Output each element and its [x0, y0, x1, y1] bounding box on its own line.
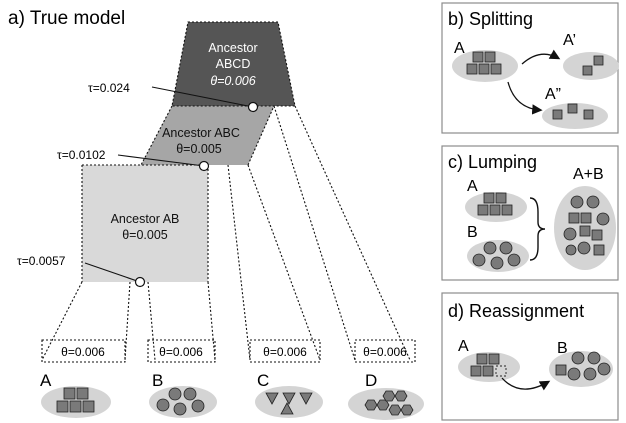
lump-b-circles — [472, 241, 521, 270]
ancestor-abcd-name: Ancestor — [208, 41, 257, 55]
ancestor-ab-theta: θ=0.005 — [122, 228, 168, 242]
tip-b-circles — [156, 387, 205, 416]
tip-c-triangles — [265, 392, 313, 415]
reassign-source-label: A — [458, 338, 469, 355]
split-target1-label: A’ — [563, 32, 576, 49]
ancestor-ab-name: Ancestor AB — [111, 212, 180, 226]
split-arrow-upper — [521, 49, 561, 65]
tip-a-label: A — [40, 371, 52, 390]
split-source-squares — [466, 51, 502, 75]
split-target1-squares — [582, 55, 604, 76]
lump-a-label: A — [467, 178, 478, 195]
tau-abcd-label: τ=0.024 — [88, 81, 130, 95]
ancestor-abc-name: Ancestor ABC — [162, 126, 240, 140]
reassign-target-label: B — [557, 340, 568, 357]
tau-ab-label: τ=0.0057 — [17, 254, 66, 268]
ancestor-abcd-name-line2: ABCD — [216, 57, 251, 71]
split-target2-squares — [552, 103, 594, 120]
lump-b-label: B — [467, 224, 478, 241]
node-abcd — [247, 101, 259, 113]
reassign-source-squares — [470, 353, 500, 377]
tip-b-theta: θ=0.006 — [159, 345, 203, 359]
panel-c-title: c) Lumping — [448, 152, 537, 172]
lump-brace — [529, 197, 546, 261]
reassign-target-items — [555, 351, 611, 381]
lump-merged-items — [563, 195, 610, 256]
tip-c-label: C — [257, 371, 269, 390]
tip-b-label: B — [152, 371, 163, 390]
ancestor-abc-block — [141, 106, 274, 165]
reassign-moved-placeholder — [495, 365, 507, 377]
tip-a-theta: θ=0.006 — [61, 345, 105, 359]
tip-a-squares — [56, 387, 95, 413]
panel-a-title: a) True model — [8, 8, 125, 29]
panel-d-title: d) Reassignment — [448, 301, 584, 321]
tip-d-label: D — [365, 371, 377, 390]
tree-outline — [41, 21, 416, 363]
split-target2-population — [542, 103, 608, 129]
ancestor-abcd-theta: θ=0.006 — [210, 74, 255, 88]
split-source-label: A — [454, 40, 465, 57]
panel-b-title: b) Splitting — [448, 9, 533, 29]
ancestor-ab-block — [82, 165, 208, 282]
split-target2-label: A” — [545, 86, 561, 103]
split-arrow-lower — [507, 81, 543, 115]
lump-merged-label: A+B — [573, 166, 604, 183]
node-abc — [198, 160, 210, 172]
lump-a-squares — [477, 192, 513, 216]
tip-c-theta: θ=0.006 — [263, 345, 307, 359]
ancestor-abcd-block — [172, 22, 295, 106]
reassign-arrow — [501, 377, 551, 391]
ancestor-abc-theta: θ=0.005 — [176, 142, 222, 156]
tip-d-hexagons — [364, 390, 414, 416]
node-ab — [134, 276, 146, 288]
tip-d-theta: θ=0.006 — [363, 345, 407, 359]
tau-abc-label: τ=0.0102 — [57, 148, 106, 162]
tau-markers: τ=0.024 τ=0.0102 τ=0.0057 — [17, 81, 259, 288]
